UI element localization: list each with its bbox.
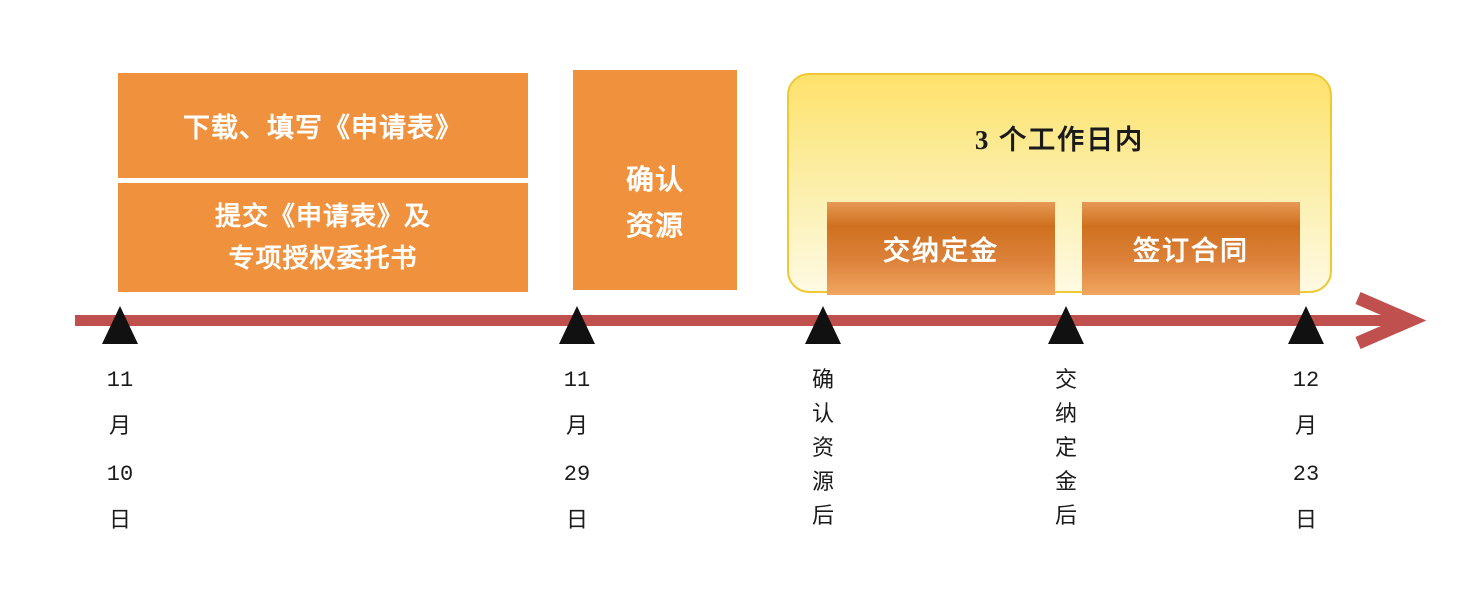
timeline-label-char: 后: [811, 505, 834, 530]
timeline-marker-triangle-1: [102, 306, 138, 344]
timeline-marker-triangle-2: [559, 306, 595, 344]
timeline-label-char: 认: [811, 403, 834, 428]
timeline-label-char: 23: [1292, 462, 1320, 487]
timeline-label-dec-23: 12 月 23 日: [1261, 357, 1351, 545]
timeline-label-char: 金: [1054, 471, 1077, 496]
timeline-label-char: 资: [811, 437, 834, 462]
timeline-label-char: 10: [106, 462, 134, 487]
timeline-label-char: 12: [1292, 368, 1320, 393]
timeline-label-char: 11: [106, 368, 134, 393]
timeline-label-after-confirm-resources: 确 认 资 源 后: [778, 365, 868, 535]
timeline-arrow: [75, 292, 1427, 349]
step-box-submit-form-label-line1: 提交《申请表》及: [214, 201, 431, 231]
step-box-pay-deposit-label: 交纳定金: [883, 236, 999, 266]
step-box-confirm-resources-label-line1: 确认: [625, 165, 684, 196]
step-box-submit-form-label-line2: 专项授权委托书: [228, 243, 418, 273]
timeline-label-char: 日: [108, 509, 131, 534]
step-box-download-fill-form-label: 下载、填写《申请表》: [183, 113, 463, 143]
timeline-marker-triangle-5: [1288, 306, 1324, 344]
timeline-marker-triangle-4: [1048, 306, 1084, 344]
timeline-label-char: 交: [1054, 369, 1077, 394]
timeline-label-after-pay-deposit: 交 纳 定 金 后: [1021, 365, 1111, 535]
timeline-label-char: 日: [565, 509, 588, 534]
timeline-label-char: 11: [563, 368, 591, 393]
step-box-confirm-resources: 确认 资源: [573, 70, 737, 290]
timeline-label-char: 确: [811, 369, 834, 394]
timeline-label-nov-29: 11 月 29 日: [532, 357, 622, 545]
step-box-confirm-resources-label-line2: 资源: [625, 211, 684, 242]
timeline-label-nov-10: 11 月 10 日: [75, 357, 165, 545]
timeline-label-char: 后: [1054, 505, 1077, 530]
timeline-label-char: 纳: [1054, 403, 1077, 428]
timeline-label-char: 定: [1054, 437, 1077, 462]
step-box-pay-deposit: 交纳定金: [827, 202, 1055, 295]
timeline-label-char: 月: [1294, 415, 1317, 440]
timeline-label-char: 源: [811, 471, 834, 496]
timeline-label-char: 29: [563, 462, 591, 487]
arrowhead-icon: [1355, 292, 1427, 349]
timeline-label-char: 日: [1294, 509, 1317, 534]
step-box-download-fill-form: 下载、填写《申请表》: [118, 73, 528, 178]
timeline-marker-triangle-3: [805, 306, 841, 344]
step-box-submit-form: 提交《申请表》及 专项授权委托书: [118, 183, 528, 292]
step-box-sign-contract-label: 签订合同: [1133, 236, 1249, 266]
timeline-label-char: 月: [565, 415, 588, 440]
step-box-sign-contract: 签订合同: [1082, 202, 1300, 295]
callout-title: 3 个工作日内: [974, 125, 1145, 155]
timeline-label-char: 月: [108, 415, 131, 440]
